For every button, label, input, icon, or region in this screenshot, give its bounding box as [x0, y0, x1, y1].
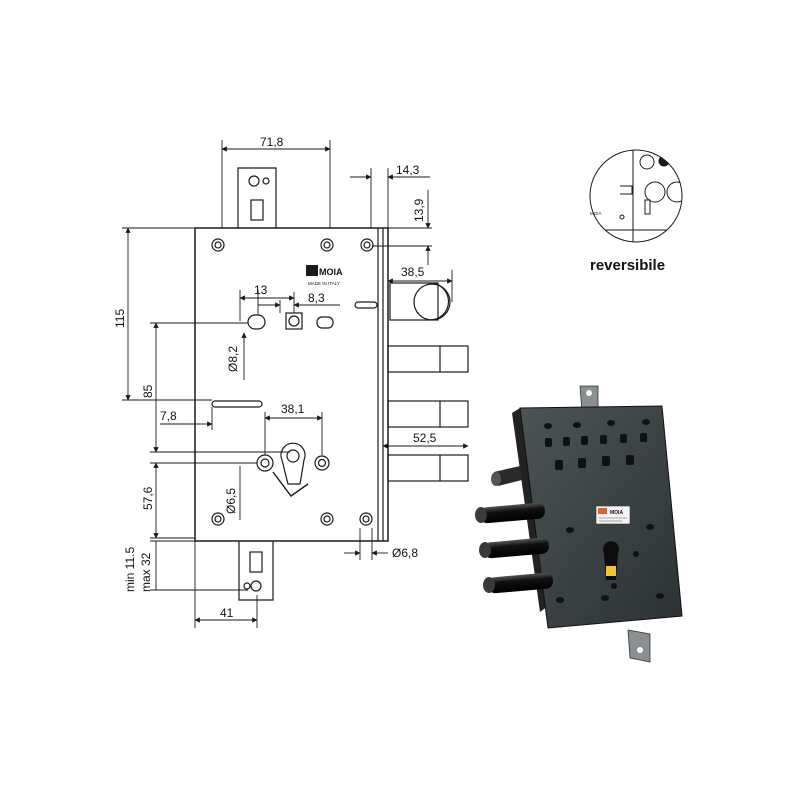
- cylinder-profile: [256, 442, 330, 497]
- dim-57-6: 57,6: [141, 486, 155, 510]
- dim-max: max 32: [139, 552, 153, 592]
- dim-41: 41: [220, 606, 234, 620]
- front-view-drawing: [194, 167, 469, 601]
- deadbolts: [387, 345, 469, 482]
- dim-38-5: 38,5: [401, 265, 425, 279]
- dim-7-8: 7,8: [160, 409, 177, 423]
- dim-8-3: 8,3: [308, 291, 325, 305]
- dim-115: 115: [113, 309, 127, 328]
- latch-bolt: [389, 282, 451, 321]
- spindle-square: [285, 312, 303, 330]
- lock-product-illustration: MOIA: [475, 385, 683, 663]
- dim-13-9: 13,9: [412, 198, 426, 222]
- dim-85: 85: [141, 384, 155, 398]
- brand-mark: MOIA MADE IN ITALY: [308, 267, 343, 286]
- dim-diameter-8-2: Ø8,2: [226, 346, 240, 372]
- top-mounting-tab: [237, 167, 277, 228]
- dim-diameter-6-5: Ø6,5: [224, 488, 238, 514]
- made-in-italy-text: MADE IN ITALY: [308, 281, 340, 286]
- product-deadbolts: [475, 502, 553, 594]
- dim-71-8: 71,8: [260, 135, 284, 149]
- upper-slot-left: [247, 314, 266, 330]
- dim-min: min 11.5: [123, 547, 137, 592]
- dim-14-3: 14,3: [396, 163, 420, 177]
- dim-diameter-6-8: Ø6,8: [392, 546, 418, 560]
- dimension-lines: [122, 140, 469, 628]
- screw-holes: [211, 238, 374, 526]
- bottom-mounting-tab: [238, 541, 274, 601]
- dim-38-1: 38,1: [281, 402, 305, 416]
- reversibile-label: reversibile: [590, 257, 665, 274]
- product-label-logo: MOIA: [610, 510, 623, 516]
- dimension-labels: 71,8 14,3 13,9 38,5 115 13 8,3 Ø8,2 85 7…: [113, 135, 437, 620]
- dim-52-5: 52,5: [413, 431, 437, 445]
- mid-slot: [211, 400, 263, 408]
- lock-case-outline: [194, 227, 389, 542]
- upper-slot-right: [316, 316, 334, 329]
- brand-logo-text: MOIA: [319, 267, 343, 277]
- detail-logo-text: MOIA: [590, 211, 602, 216]
- reversible-detail: MOIA reversibile: [589, 149, 683, 274]
- dim-13: 13: [254, 283, 268, 297]
